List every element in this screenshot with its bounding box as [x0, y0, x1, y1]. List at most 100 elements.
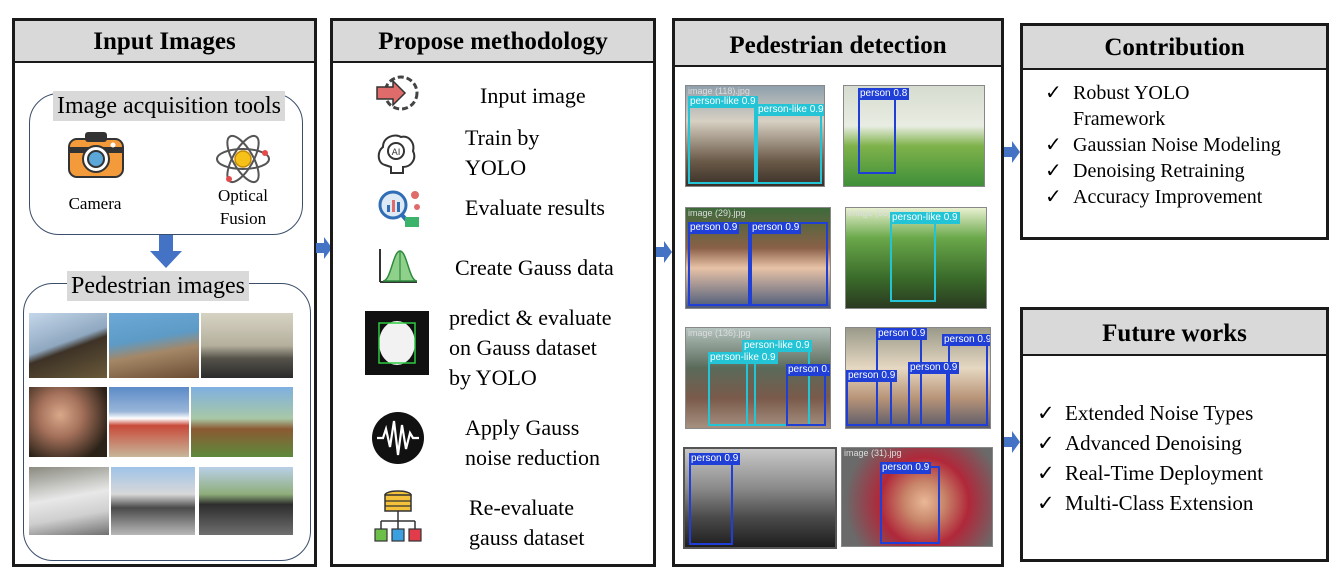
sample-photo	[29, 467, 109, 535]
database-icon	[374, 490, 422, 542]
right-arrow-icon	[316, 237, 332, 259]
methodology-panel: Propose methodology Input image AI Train…	[330, 18, 656, 567]
input-images-panel: Input Images Image acquisition tools Cam…	[12, 18, 317, 567]
detection-tag: person 0.9	[689, 453, 741, 465]
pedestrian-images-label: Pedestrian images	[67, 271, 249, 301]
ai-brain-icon: AI	[377, 134, 416, 174]
contribution-panel: Contribution ✓ Robust YOLO Framework ✓ G…	[1020, 23, 1329, 240]
future-item-label: Real-Time Deployment	[1065, 461, 1264, 485]
detection-filename: image (118).jpg	[688, 86, 750, 96]
future-works-panel: Future works ✓ Extended Noise Types ✓ Ad…	[1020, 307, 1329, 562]
detection-filename: image (29).jpg	[688, 208, 746, 218]
right-arrow-icon	[656, 241, 672, 263]
detection-filename: image (31).jpg	[844, 448, 902, 458]
bounding-box	[908, 368, 948, 426]
future-item-label: Multi-Class Extension	[1065, 491, 1254, 515]
detection-tag: person-like 0.9	[742, 340, 812, 352]
detection-tag: person-like 0.9	[890, 212, 960, 224]
step-predict-line3: by YOLO	[449, 365, 537, 390]
detection-tag: person 0.9	[880, 462, 932, 474]
checkmark-icon: ✓	[1037, 461, 1055, 485]
detection-photo: image (29).jpg person 0.9 person 0.9	[685, 207, 831, 309]
contribution-item-label: Denoising Retraining	[1073, 160, 1245, 182]
sample-photo	[109, 313, 199, 378]
future-item-label: Extended Noise Types	[1065, 401, 1254, 425]
step-create-gauss: Create Gauss data	[455, 255, 614, 280]
right-arrow-icon	[1004, 141, 1020, 163]
bounding-box	[688, 96, 756, 184]
detection-photo: image (55).jpg person-like 0.9	[845, 207, 987, 309]
detection-tag: person 0.9	[908, 362, 960, 374]
right-arrow-icon	[1004, 431, 1020, 453]
future-item: ✓ Real-Time Deployment	[1037, 458, 1263, 488]
detection-photo: person 0.9	[683, 447, 837, 549]
detection-tag: person 0.9	[846, 370, 898, 382]
sample-photo	[29, 387, 107, 457]
step-predict-line1: predict & evaluate	[449, 305, 612, 330]
checkmark-icon: ✓	[1045, 160, 1062, 182]
detection-tag: person-like 0.9	[688, 96, 758, 108]
detection-filename: image (136).jpg	[688, 328, 751, 338]
sample-photo	[201, 313, 293, 378]
svg-text:AI: AI	[392, 148, 401, 158]
detection-tag: person-like 0.9	[708, 352, 778, 364]
detection-tag: person 0.9	[942, 334, 990, 346]
detection-tag: person 0.9	[688, 222, 740, 234]
step-apply-line2: noise reduction	[465, 445, 601, 470]
bounding-box	[858, 98, 896, 174]
contribution-item: ✓ Denoising Retraining	[1045, 158, 1281, 184]
future-item: ✓ Extended Noise Types	[1037, 398, 1263, 428]
detection-panel: Pedestrian detection image (118).jpg per…	[672, 18, 1004, 567]
detection-photo: person 0.9 person 0.9 person 0.9 person …	[845, 327, 991, 429]
input-images-title: Input Images	[15, 21, 314, 63]
future-works-title: Future works	[1023, 310, 1326, 356]
fusion-label-2: Fusion	[219, 209, 267, 228]
detection-tag: person 0.9	[876, 328, 928, 340]
detection-photo: person 0.8	[843, 85, 985, 187]
sample-photo	[29, 313, 107, 378]
noisy-detection-icon	[365, 311, 429, 375]
detection-tag: person-like 0.9	[756, 104, 824, 116]
camera-label: Camera	[68, 194, 122, 213]
checkmark-icon: ✓	[1045, 82, 1062, 104]
contribution-title: Contribution	[1023, 26, 1326, 70]
bounding-box	[688, 222, 750, 306]
step-train-line1: Train by	[465, 125, 540, 150]
bounding-box	[756, 104, 822, 184]
future-works-list: ✓ Extended Noise Types ✓ Advanced Denois…	[1037, 398, 1263, 518]
contribution-item-label: Gaussian Noise Modeling	[1073, 134, 1281, 156]
step-reevaluate-line1: Re-evaluate	[469, 495, 575, 520]
methodology-title: Propose methodology	[333, 21, 653, 63]
contribution-item: ✓ Gaussian Noise Modeling	[1045, 132, 1281, 158]
checkmark-icon: ✓	[1037, 401, 1055, 425]
sample-photo	[191, 387, 293, 457]
evaluate-chart-icon	[378, 190, 420, 227]
bounding-box	[750, 222, 828, 306]
bounding-box	[786, 372, 826, 426]
acquisition-tools-label: Image acquisition tools	[53, 91, 285, 121]
contribution-item-line2: Framework	[1073, 108, 1166, 130]
contribution-item-line1: Robust YOLO	[1073, 82, 1190, 104]
checkmark-icon: ✓	[1045, 134, 1062, 156]
detection-tag: person 0.8	[858, 88, 910, 100]
step-train-line2: YOLO	[465, 155, 527, 180]
sample-photo	[111, 467, 195, 535]
input-arrow-icon	[376, 75, 419, 111]
fusion-label-1: Optical	[217, 186, 269, 205]
sample-photo	[199, 467, 293, 535]
atom-icon	[216, 134, 270, 184]
bounding-box	[880, 466, 940, 544]
detection-title: Pedestrian detection	[675, 21, 1001, 67]
camera-icon	[68, 132, 124, 178]
bounding-box	[689, 459, 733, 545]
bounding-box	[708, 360, 756, 426]
checkmark-icon: ✓	[1037, 431, 1055, 455]
bounding-box	[948, 336, 988, 426]
detection-tag: person 0.9	[750, 222, 802, 234]
contribution-item-label: Accuracy Improvement	[1073, 186, 1263, 208]
step-predict-line2: on Gauss dataset	[449, 335, 597, 360]
future-item: ✓ Multi-Class Extension	[1037, 488, 1263, 518]
step-evaluate-results: Evaluate results	[465, 195, 605, 220]
sample-photo	[109, 387, 189, 457]
contribution-item: ✓ Accuracy Improvement	[1045, 184, 1281, 210]
